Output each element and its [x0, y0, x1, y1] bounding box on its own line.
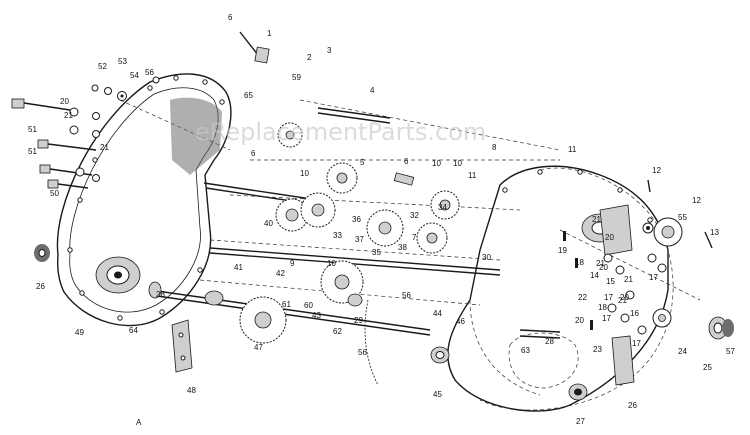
part-number-51: 51	[28, 147, 37, 156]
part-number-1: 1	[267, 29, 272, 38]
part-number-13: 13	[710, 228, 719, 237]
part-number-20: 20	[605, 233, 614, 242]
part-number-26: 26	[628, 401, 637, 410]
part-number-20: 20	[575, 316, 584, 325]
part-number-12: 12	[652, 166, 661, 175]
part-number-46: 46	[456, 317, 465, 326]
part-number-40: 40	[264, 219, 273, 228]
part-number-20: 20	[599, 263, 608, 272]
part-number-36: 36	[352, 215, 361, 224]
part-number-10: 10	[300, 169, 309, 178]
part-number-21: 21	[618, 296, 627, 305]
part-number-65: 65	[244, 91, 253, 100]
part-number-18: 18	[598, 303, 607, 312]
part-number-60: 60	[304, 301, 313, 310]
part-number-17: 17	[649, 273, 658, 282]
right-drive-parts	[430, 179, 734, 401]
part-number-2: 2	[307, 53, 312, 62]
part-number-22: 22	[578, 293, 587, 302]
part-number-42: 42	[276, 269, 285, 278]
part-number-11: 11	[568, 145, 577, 154]
right-chain-case	[447, 165, 674, 412]
part-number-12: 12	[692, 196, 701, 205]
part-number-55: 55	[678, 213, 687, 222]
part-number-27: 27	[576, 417, 585, 426]
part-number-47: 47	[254, 343, 263, 352]
part-number-8: 8	[492, 143, 497, 152]
part-number-33: 33	[333, 231, 342, 240]
watermark: eReplacementParts.com	[195, 118, 486, 146]
left-bolts	[11, 76, 160, 189]
part-number-38: 38	[398, 243, 407, 252]
part-number-43: 43	[312, 311, 321, 320]
part-number-35: 35	[372, 248, 381, 257]
part-number-29: 29	[354, 316, 363, 325]
part-number-63: 63	[521, 346, 530, 355]
part-number-20: 20	[620, 293, 629, 302]
part-number-10: 10	[327, 259, 336, 268]
part-number-4: 4	[370, 86, 375, 95]
part-number-17: 17	[602, 314, 611, 323]
part-number-53: 53	[118, 57, 127, 66]
part-number-62: 62	[333, 327, 342, 336]
part-number-32: 32	[410, 211, 419, 220]
part-number-21: 21	[100, 143, 109, 152]
part-number-10: 10	[432, 159, 441, 168]
part-number-64: 64	[129, 326, 138, 335]
part-number-20: 20	[60, 97, 69, 106]
part-number-21: 21	[64, 111, 73, 120]
part-number-15: 15	[606, 277, 615, 286]
part-number-37: 37	[355, 235, 364, 244]
part-number-25: 25	[703, 363, 712, 372]
part-number-30: 30	[482, 253, 491, 262]
part-number-56: 56	[358, 348, 367, 357]
part-number-56: 56	[145, 68, 154, 77]
part-number-24: 24	[678, 347, 687, 356]
part-number-28: 28	[156, 290, 165, 299]
part-number-26: 26	[36, 282, 45, 291]
part-number-21: 21	[624, 275, 633, 284]
part-number-61: 61	[282, 300, 291, 309]
part-number-49: 49	[75, 328, 84, 337]
part-number-A: A	[136, 418, 142, 427]
part-number-48: 48	[187, 386, 196, 395]
part-number-34: 34	[438, 203, 447, 212]
part-number-17: 17	[604, 293, 613, 302]
left-chain-case	[56, 73, 232, 327]
part-number-18: 18	[575, 258, 584, 267]
part-number-5: 5	[360, 158, 365, 167]
part-number-57: 57	[726, 347, 735, 356]
part-number-16: 16	[630, 309, 639, 318]
part-number-23: 23	[593, 345, 602, 354]
part-number-51: 51	[28, 125, 37, 134]
part-number-14: 14	[590, 271, 599, 280]
part-number-21: 21	[592, 215, 601, 224]
part-number-6: 6	[404, 157, 409, 166]
part-number-6: 6	[228, 13, 233, 22]
part-number-45: 45	[433, 390, 442, 399]
part-number-28: 28	[545, 337, 554, 346]
part-number-50: 50	[50, 189, 59, 198]
part-number-17: 17	[632, 339, 641, 348]
part-number-11: 11	[468, 171, 477, 180]
part-number-7: 7	[412, 233, 417, 242]
part-number-10: 10	[453, 159, 462, 168]
part-number-6: 6	[251, 149, 256, 158]
part-number-54: 54	[130, 71, 139, 80]
part-number-3: 3	[327, 46, 332, 55]
part-number-52: 52	[98, 62, 107, 71]
part-number-44: 44	[433, 309, 442, 318]
part-number-59: 59	[292, 73, 301, 82]
part-number-9: 9	[290, 259, 295, 268]
part-number-21: 21	[596, 259, 605, 268]
part-number-56: 56	[402, 291, 411, 300]
part-number-41: 41	[234, 263, 243, 272]
part-number-19: 19	[558, 246, 567, 255]
left-drive-parts	[34, 31, 501, 386]
